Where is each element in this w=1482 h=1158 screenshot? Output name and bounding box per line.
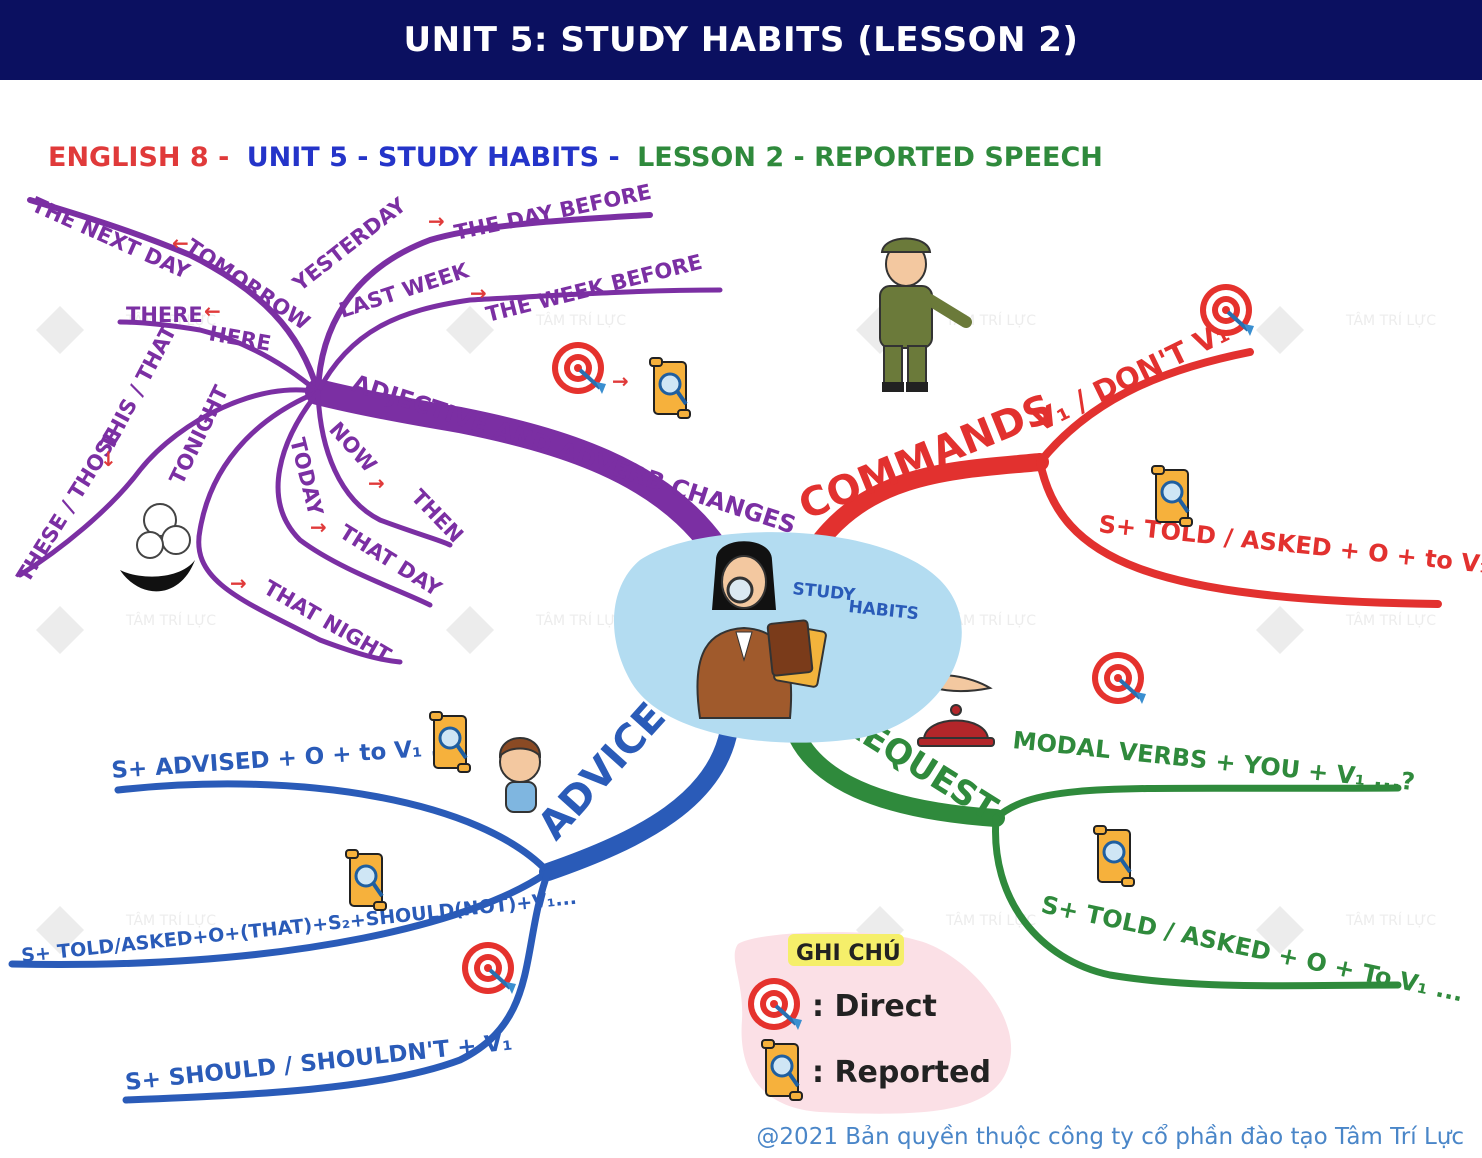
moon-icon xyxy=(120,503,195,592)
student-illustration xyxy=(696,541,827,719)
arrow-icon: → xyxy=(428,209,445,233)
legend-title: GHI CHÚ xyxy=(796,940,901,966)
watermark-text: TÂM TRÍ LỰC xyxy=(125,911,216,929)
watermark-text: TÂM TRÍ LỰC xyxy=(945,611,1036,629)
target-icon xyxy=(550,340,608,396)
arrow-icon: → xyxy=(310,515,327,539)
scroll-icon xyxy=(648,356,692,420)
scroll-icon xyxy=(1150,464,1194,528)
watermark-text: TÂM TRÍ LỰC xyxy=(125,611,216,629)
label-there: THERE xyxy=(126,303,203,327)
subtitle: ENGLISH 8 - UNIT 5 - STUDY HABITS - LESS… xyxy=(48,142,1103,173)
arrow-icon: → xyxy=(470,281,487,305)
branch-adverb xyxy=(17,197,728,665)
arrow-glyphs: → → ← ← ↓ → → → → xyxy=(100,209,629,595)
scroll-icon xyxy=(1092,824,1136,888)
subtitle-part1: ENGLISH 8 - xyxy=(48,142,229,173)
arrow-icon: ↓ xyxy=(100,447,117,471)
label-next-day: THE NEXT DAY xyxy=(28,193,194,284)
copyright: @2021 Bản quyền thuộc công ty cổ phần đà… xyxy=(756,1124,1464,1150)
mind-map: TÂM TRÍ LỰC TÂM TRÍ LỰC TÂM TRÍ LỰC TÂM … xyxy=(8,142,1482,1114)
label-today: TODAY xyxy=(285,435,328,518)
arrow-icon: → xyxy=(368,471,385,495)
arrow-icon: ← xyxy=(204,299,221,323)
watermark-text: TÂM TRÍ LỰC xyxy=(535,311,626,329)
center-node: STUDY HABITS xyxy=(613,532,962,743)
subtitle-part2: UNIT 5 - STUDY HABITS - xyxy=(247,142,620,173)
arrow-icon: ← xyxy=(172,231,189,255)
arrow-icon: → xyxy=(230,571,247,595)
label-day-before: THE DAY BEFORE xyxy=(452,180,653,245)
branch-advice xyxy=(8,715,739,1104)
target-icon xyxy=(1090,650,1148,706)
commands-direct: V₁ / DON'T V₁ xyxy=(1028,314,1234,438)
subtitle-part3: LESSON 2 - REPORTED SPEECH xyxy=(637,142,1103,173)
legend-reported-icon xyxy=(760,1038,804,1102)
target-icon xyxy=(460,940,518,996)
page-header: UNIT 5: STUDY HABITS (LESSON 2) xyxy=(0,0,1482,80)
legend: GHI CHÚ : Direct : Reported xyxy=(734,932,1012,1114)
label-here: HERE xyxy=(207,321,273,355)
branch-commands xyxy=(806,348,1442,608)
watermark-text: TÂM TRÍ LỰC xyxy=(945,911,1036,929)
soldier-illustration xyxy=(879,237,972,392)
girl-illustration xyxy=(498,737,542,813)
page-title: UNIT 5: STUDY HABITS (LESSON 2) xyxy=(403,20,1079,60)
scroll-icon xyxy=(344,848,388,912)
watermark-text: TÂM TRÍ LỰC xyxy=(1345,311,1436,329)
legend-direct: : Direct xyxy=(812,989,937,1024)
branch-request xyxy=(783,715,1402,990)
request-reported: S+ TOLD / ASKED + O + To V₁ ... xyxy=(1039,890,1466,1007)
arrow-icon: → xyxy=(612,369,629,393)
watermark-text: TÂM TRÍ LỰC xyxy=(1345,611,1436,629)
watermarks: TÂM TRÍ LỰC TÂM TRÍ LỰC TÂM TRÍ LỰC TÂM … xyxy=(36,306,1436,954)
legend-reported: : Reported xyxy=(812,1055,991,1090)
target-icon xyxy=(1198,282,1256,338)
branch-adverb-label: ADJECTIVE AND ADVERB CHANGES xyxy=(348,369,799,539)
adverb-labels: THE NEXT DAY TOMORROW YESTERDAY THE DAY … xyxy=(12,180,705,668)
advice-reported1: S+ ADVISED + O + to V₁ ... xyxy=(111,734,457,784)
scroll-icon xyxy=(428,710,472,774)
watermark-text: TÂM TRÍ LỰC xyxy=(1345,911,1436,929)
watermark-text: TÂM TRÍ LỰC xyxy=(535,611,626,629)
